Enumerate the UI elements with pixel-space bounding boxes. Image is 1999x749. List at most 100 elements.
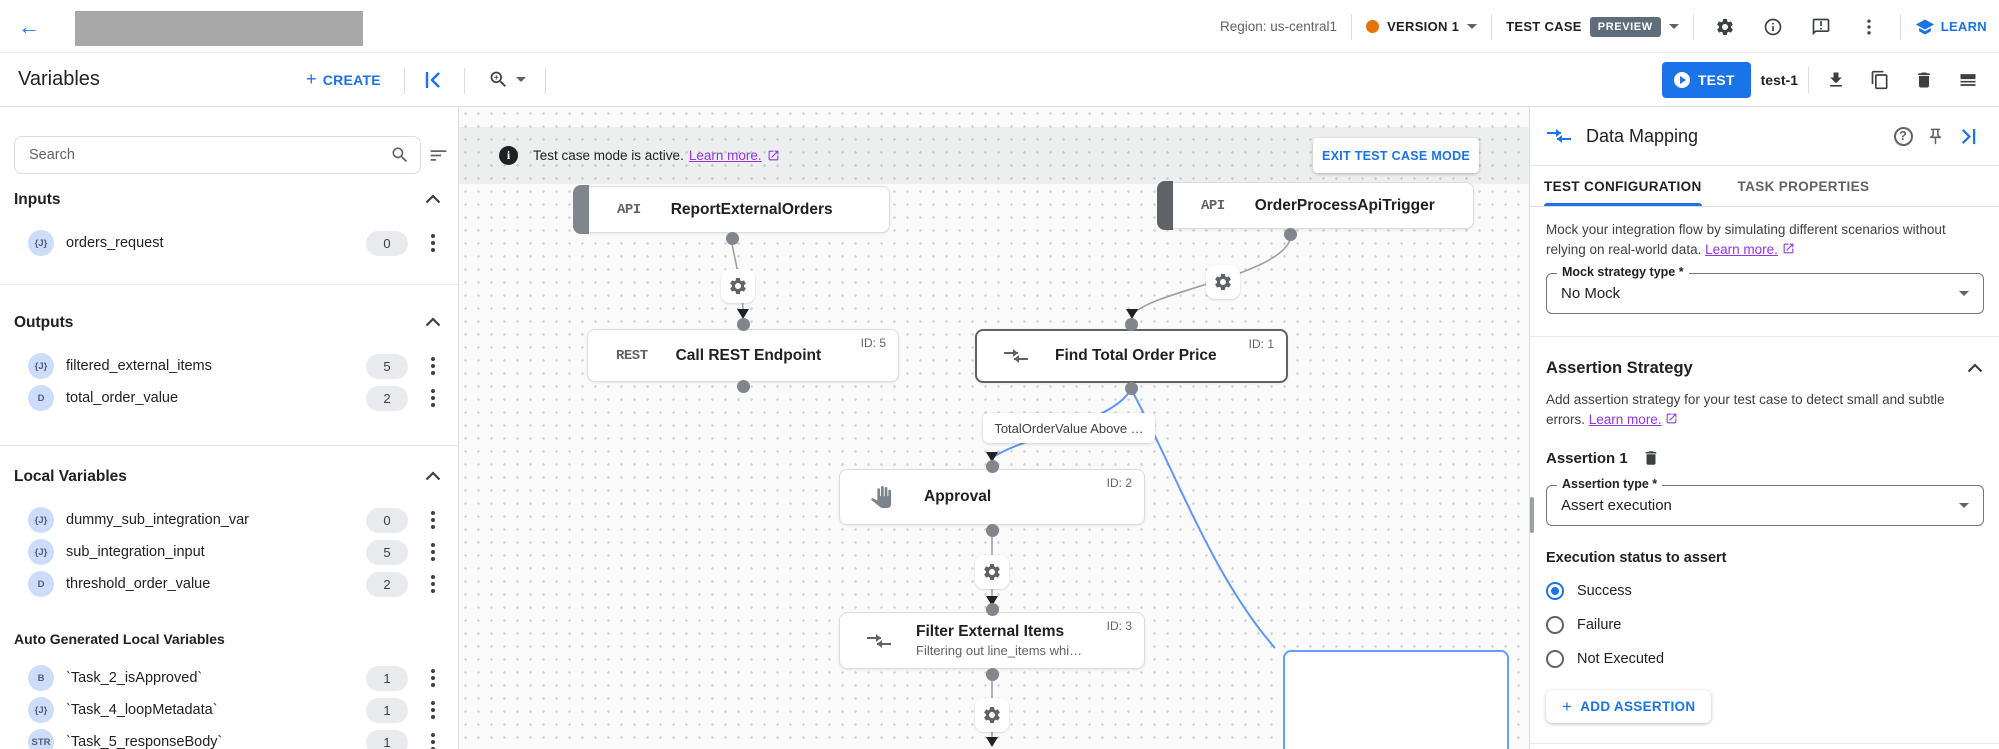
variable-menu-button[interactable] <box>423 667 443 689</box>
edge-settings-gear[interactable] <box>1206 265 1240 299</box>
info-button[interactable] <box>1756 10 1790 44</box>
test-button[interactable]: TEST <box>1661 62 1751 98</box>
variable-menu-button[interactable] <box>423 573 443 595</box>
pin-panel-button[interactable] <box>1919 120 1951 152</box>
variable-menu-button[interactable] <box>423 387 443 409</box>
radio-not-executed[interactable]: Not Executed <box>1546 650 1983 669</box>
variable-name: sub_integration_input <box>66 544 205 560</box>
selected-node-placeholder[interactable] <box>1283 650 1509 749</box>
tab-test-configuration[interactable]: TEST CONFIGURATION <box>1544 166 1702 206</box>
chevron-up-icon[interactable] <box>425 191 441 209</box>
edge-settings-gear[interactable] <box>721 269 755 303</box>
integration-canvas[interactable]: i Test case mode is active. Learn more. … <box>459 107 1529 749</box>
node-filter-external-items[interactable]: Filter External Items Filtering out line… <box>839 612 1145 669</box>
search-icon <box>392 147 408 163</box>
variable-row[interactable]: {J} sub_integration_input 5 <box>0 536 458 568</box>
mock-strategy-select[interactable]: Mock strategy type * No Mock <box>1546 265 1984 315</box>
test-case-menu[interactable]: TEST CASE PREVIEW <box>1506 16 1679 37</box>
variable-menu-button[interactable] <box>423 355 443 377</box>
connection-dot[interactable] <box>737 380 750 393</box>
variable-row[interactable]: STR `Task_5_responseBody` 1 <box>0 726 458 749</box>
help-button[interactable]: ? <box>1887 120 1919 152</box>
mock-learn-more-link[interactable]: Learn more. <box>1705 241 1778 257</box>
sort-variables-button[interactable] <box>428 145 449 171</box>
variable-menu-button[interactable] <box>423 509 443 531</box>
feedback-icon <box>1812 18 1830 35</box>
radio-success[interactable]: Success <box>1546 582 1983 601</box>
node-call-rest-endpoint[interactable]: REST Call REST Endpoint ID: 5 <box>587 329 899 382</box>
edge-settings-gear[interactable] <box>975 698 1009 732</box>
delete-button[interactable] <box>1907 63 1941 97</box>
variable-row[interactable]: {J} orders_request 0 <box>0 227 458 259</box>
connection-dot[interactable] <box>1125 318 1138 331</box>
inputs-section-header[interactable]: Inputs <box>0 185 458 215</box>
help-icon: ? <box>1893 126 1913 146</box>
download-button[interactable] <box>1819 63 1853 97</box>
download-icon <box>1830 72 1842 87</box>
radio-failure[interactable]: Failure <box>1546 616 1983 635</box>
exit-test-case-mode-button[interactable]: EXIT TEST CASE MODE <box>1313 138 1479 173</box>
search-input[interactable] <box>29 147 390 163</box>
version-menu[interactable]: VERSION 1 <box>1366 19 1478 34</box>
variable-row[interactable]: D threshold_order_value 2 <box>0 568 458 600</box>
node-report-external-orders[interactable]: API ReportExternalOrders <box>573 185 890 234</box>
banner-learn-more-link[interactable]: Learn more. <box>688 148 762 163</box>
node-find-total-order-price[interactable]: Find Total Order Price ID: 1 <box>975 329 1288 383</box>
variable-row[interactable]: {J} `Task_4_loopMetadata` 1 <box>0 694 458 726</box>
delete-assertion-button[interactable] <box>1642 449 1660 467</box>
chevron-up-icon[interactable] <box>1967 360 1983 378</box>
outputs-section-header[interactable]: Outputs <box>0 308 458 338</box>
add-assertion-button[interactable]: + ADD ASSERTION <box>1546 690 1712 724</box>
variable-row[interactable]: {J} dummy_sub_integration_var 0 <box>0 504 458 536</box>
learn-button[interactable]: LEARN <box>1915 17 1987 37</box>
connection-dot[interactable] <box>1284 228 1297 241</box>
assertion-type-select[interactable]: Assertion type * Assert execution <box>1546 477 1984 527</box>
connection-dot[interactable] <box>986 668 999 681</box>
log-list-button[interactable] <box>1951 63 1985 97</box>
variable-name: total_order_value <box>66 390 179 406</box>
create-variable-button[interactable]: + CREATE <box>306 69 381 90</box>
field-label: Assertion type * <box>1557 477 1663 492</box>
variable-row[interactable]: {J} filtered_external_items 5 <box>0 350 458 382</box>
connection-dot[interactable] <box>986 524 999 537</box>
radio-button[interactable] <box>1546 650 1564 669</box>
variable-menu-button[interactable] <box>423 699 443 721</box>
back-arrow-button[interactable]: ← <box>18 14 40 39</box>
connection-dot[interactable] <box>986 460 999 473</box>
edge-settings-gear[interactable] <box>975 555 1009 589</box>
chevron-up-icon[interactable] <box>425 314 441 332</box>
section-title: Inputs <box>14 191 61 208</box>
node-title: Call REST Endpoint <box>675 346 822 364</box>
connection-dot[interactable] <box>986 603 999 616</box>
collapse-panel-button[interactable] <box>1951 120 1983 152</box>
tab-task-properties[interactable]: TASK PROPERTIES <box>1737 178 1870 194</box>
section-title: Assertion Strategy <box>1546 359 1693 378</box>
local-variables-section-header[interactable]: Local Variables <box>0 462 458 492</box>
feedback-button[interactable] <box>1804 10 1838 44</box>
assertion-learn-more-link[interactable]: Learn more. <box>1588 411 1662 427</box>
connection-dot[interactable] <box>737 318 750 331</box>
node-order-process-api-trigger[interactable]: API OrderProcessApiTrigger <box>1157 181 1474 230</box>
node-approval[interactable]: Approval ID: 2 <box>839 469 1145 525</box>
variable-row[interactable]: B `Task_2_isApproved` 1 <box>0 662 458 694</box>
collapse-sidebar-button[interactable] <box>424 71 444 94</box>
connection-dot[interactable] <box>1125 382 1138 395</box>
edge-condition-label[interactable]: TotalOrderValue Above … <box>983 413 1155 443</box>
radio-button[interactable] <box>1546 616 1564 635</box>
more-options-button[interactable] <box>1852 10 1886 44</box>
variable-menu-button[interactable] <box>423 232 443 254</box>
panel-scrollbar[interactable] <box>1530 497 1534 533</box>
chevron-up-icon[interactable] <box>425 468 441 486</box>
settings-gear-button[interactable] <box>1708 10 1742 44</box>
more-vert-icon <box>1867 19 1871 34</box>
variable-menu-button[interactable] <box>423 731 443 749</box>
variable-menu-button[interactable] <box>423 541 443 563</box>
radio-button-selected[interactable] <box>1546 582 1564 601</box>
create-label: CREATE <box>322 71 381 88</box>
page-title: Variables <box>18 68 100 90</box>
zoom-control[interactable] <box>488 69 526 90</box>
variable-row[interactable]: D total_order_value 2 <box>0 382 458 414</box>
connection-dot[interactable] <box>726 232 739 245</box>
type-badge-json: {J} <box>28 539 54 565</box>
copy-button[interactable] <box>1863 63 1897 97</box>
